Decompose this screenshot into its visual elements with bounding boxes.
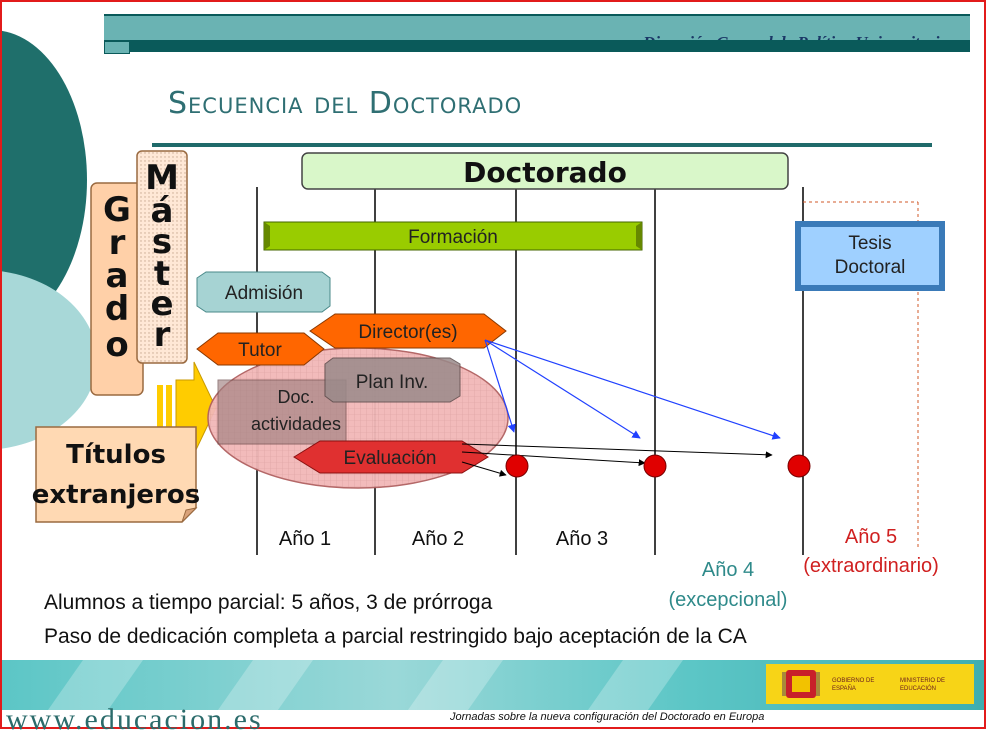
footer-stripe xyxy=(580,660,684,710)
master-letter-m: M xyxy=(145,158,179,198)
formacion-curl-left xyxy=(264,222,270,250)
evaluacion-label: Evaluación xyxy=(344,448,437,469)
decor-circle-light xyxy=(2,271,97,449)
footer-stripe xyxy=(400,660,504,710)
milestone-y1 xyxy=(505,454,529,478)
black-arrow-3 xyxy=(461,443,773,459)
formacion-box xyxy=(263,221,643,251)
arrow-tick-2 xyxy=(166,385,172,433)
master-letter-s: s xyxy=(152,222,172,262)
master-letter-a: á xyxy=(151,191,174,231)
year-4-label: Año 4 xyxy=(702,559,754,581)
master-letter-r: r xyxy=(154,315,171,355)
tesis-label-2: Doctoral xyxy=(835,257,906,278)
formacion-curl-right xyxy=(636,222,642,250)
year-5-label: Año 5 xyxy=(845,526,897,548)
grado-letter-g: G xyxy=(103,190,131,230)
tutor-hex xyxy=(196,332,325,366)
event-caption: Jornadas sobre la nueva configuración de… xyxy=(450,711,765,723)
arrow-tick-1 xyxy=(157,385,163,433)
evaluacion-hex xyxy=(293,440,489,474)
tutor-label: Tutor xyxy=(238,340,282,361)
master-box xyxy=(136,150,188,364)
note-line-1: Alumnos a tiempo parcial: 5 años, 3 de p… xyxy=(44,591,493,614)
admision-box xyxy=(196,271,331,313)
blue-arrow-y1 xyxy=(484,339,516,433)
titulos-fold xyxy=(181,507,198,523)
year-5-note: (extraordinario) xyxy=(803,555,939,577)
page-title: Secuencia del Doctorado xyxy=(168,86,523,121)
milestone-y2 xyxy=(643,454,667,478)
ministerio-text: MINISTERIO DE EDUCACIÓN xyxy=(900,678,946,692)
title-rule xyxy=(152,143,932,147)
header-bar-lower xyxy=(130,40,970,52)
grado-letter-r: r xyxy=(109,223,126,263)
doctorado-diagram: Doctorado Formación Tesis Doctoral G r a… xyxy=(32,150,945,611)
master-letter-t: t xyxy=(154,254,170,294)
titulos-extranjeros-box: Títulos extranjeros xyxy=(32,426,200,523)
tesis-box: Tesis Doctoral xyxy=(795,221,945,291)
black-arrow-1 xyxy=(461,461,507,477)
year-3-label: Año 3 xyxy=(556,528,608,550)
tesis-face xyxy=(801,227,939,285)
year-2-label: Año 2 xyxy=(412,528,464,550)
milestone-y3 xyxy=(787,454,811,478)
blue-arrow-y3 xyxy=(484,339,781,440)
blue-arrow-y2 xyxy=(484,339,641,439)
decor-circle-dark xyxy=(2,30,87,330)
admision-label: Admisión xyxy=(225,283,303,304)
formacion-label: Formación xyxy=(408,227,498,248)
tesis-label-1: Tesis xyxy=(848,233,891,254)
director-label: Director(es) xyxy=(358,322,457,343)
doctorado-label: Doctorado xyxy=(463,156,627,189)
titulos-label-2: extranjeros xyxy=(32,480,200,510)
coat-of-arms-icon xyxy=(782,670,820,698)
black-arrow-2 xyxy=(461,451,646,467)
year-4-note: (excepcional) xyxy=(669,589,788,611)
doc-actividades-label-1: Doc. xyxy=(277,387,314,407)
director-hex xyxy=(309,313,507,349)
grado-letter-a: a xyxy=(106,256,129,296)
note-line-2: Paso de dedicación completa a parcial re… xyxy=(44,625,747,648)
grado-letter-d: d xyxy=(105,289,129,329)
doc-actividades-label-2: actividades xyxy=(251,414,341,434)
website-link[interactable]: www.educacion.es xyxy=(6,703,263,736)
grado-letter-o: o xyxy=(105,325,128,365)
footer-bottom-strip xyxy=(2,710,984,725)
year-1-label: Año 1 xyxy=(279,528,331,550)
left-decoration xyxy=(2,30,97,449)
gobierno-text: GOBIERNO DE ESPAÑA xyxy=(832,678,875,692)
master-letter-e: e xyxy=(150,284,173,324)
plan-inv-box xyxy=(324,357,461,403)
titulos-label-1: Títulos xyxy=(66,440,166,470)
doctorado-box xyxy=(301,152,789,190)
formacion-scroll: Formación xyxy=(263,221,643,251)
plan-inv-label: Plan Inv. xyxy=(356,372,429,393)
